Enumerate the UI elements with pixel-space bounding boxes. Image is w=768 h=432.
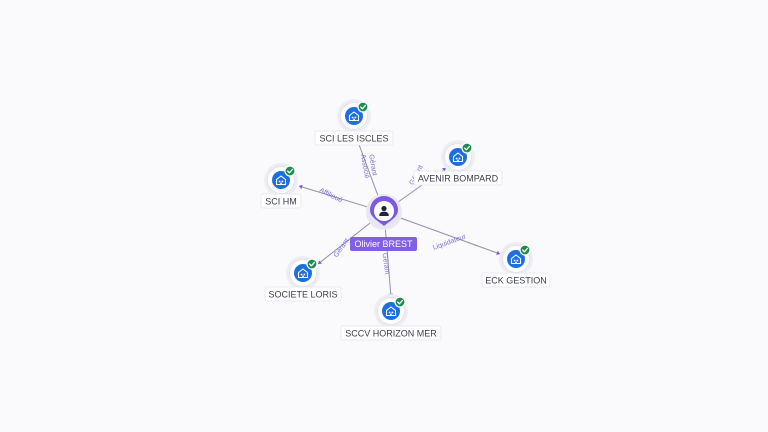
- building-icon: [275, 175, 287, 186]
- edge-line: [383, 211, 501, 255]
- company-node-societe-loris[interactable]: SOCIETE LORIS: [264, 256, 342, 302]
- node-label: SCI HM: [265, 196, 297, 206]
- node-label-box: [264, 286, 342, 302]
- edge-label: Gérant: [333, 237, 351, 259]
- node-label: SOCIETE LORIS: [268, 289, 337, 299]
- center-node[interactable]: Olivier BREST: [350, 194, 417, 251]
- node-label-box: [481, 272, 551, 288]
- check-badge-icon: [461, 142, 473, 154]
- arrowhead-icon: [299, 184, 303, 190]
- building-icon: [452, 152, 464, 163]
- node-label: SCI LES ISCLES: [319, 133, 388, 143]
- edge-label: Gérant: [381, 253, 391, 275]
- building-icon: [385, 306, 397, 317]
- arrowhead-icon: [496, 250, 500, 256]
- company-node-eck-gestion[interactable]: ECK GESTION: [481, 242, 551, 288]
- building-icon: [297, 268, 309, 279]
- company-node-sci-les-iscles[interactable]: SCI LES ISCLES: [314, 99, 394, 146]
- check-badge-icon: [519, 244, 531, 256]
- check-badge-icon: [357, 101, 369, 113]
- edge-label: Associé: [359, 154, 370, 179]
- center-label-box: [350, 237, 417, 251]
- arrowhead-icon: [318, 260, 322, 264]
- center-name: Olivier BREST: [354, 239, 413, 249]
- node-label-box: [314, 130, 394, 146]
- company-node-avenir-bompard[interactable]: AVENIR BOMPARD: [413, 140, 503, 186]
- arrowhead-icon: [442, 168, 446, 172]
- node-label: AVENIR BOMPARD: [418, 173, 499, 183]
- node-label: ECK GESTION: [485, 275, 547, 285]
- building-icon: [348, 111, 360, 122]
- company-node-sci-hm[interactable]: SCI HM: [260, 163, 302, 209]
- company-node-sccv-horizon-mer[interactable]: SCCV HORIZON MER: [340, 294, 442, 341]
- node-label-box: [260, 193, 302, 209]
- node-label-box: [413, 170, 503, 186]
- check-badge-icon: [284, 165, 296, 177]
- node-label: SCCV HORIZON MER: [345, 328, 437, 338]
- check-badge-icon: [394, 296, 406, 308]
- nodes-layer: SCI LES ISCLES AVENIR BOMPARD SCI HM ECK GE…: [260, 99, 551, 341]
- edge-label: Affilioué: [318, 187, 343, 205]
- node-label-box: [340, 325, 442, 341]
- edge-label: Gérant: [367, 154, 378, 176]
- check-badge-icon: [306, 258, 318, 270]
- person-icon: [379, 205, 389, 216]
- building-icon: [510, 254, 522, 265]
